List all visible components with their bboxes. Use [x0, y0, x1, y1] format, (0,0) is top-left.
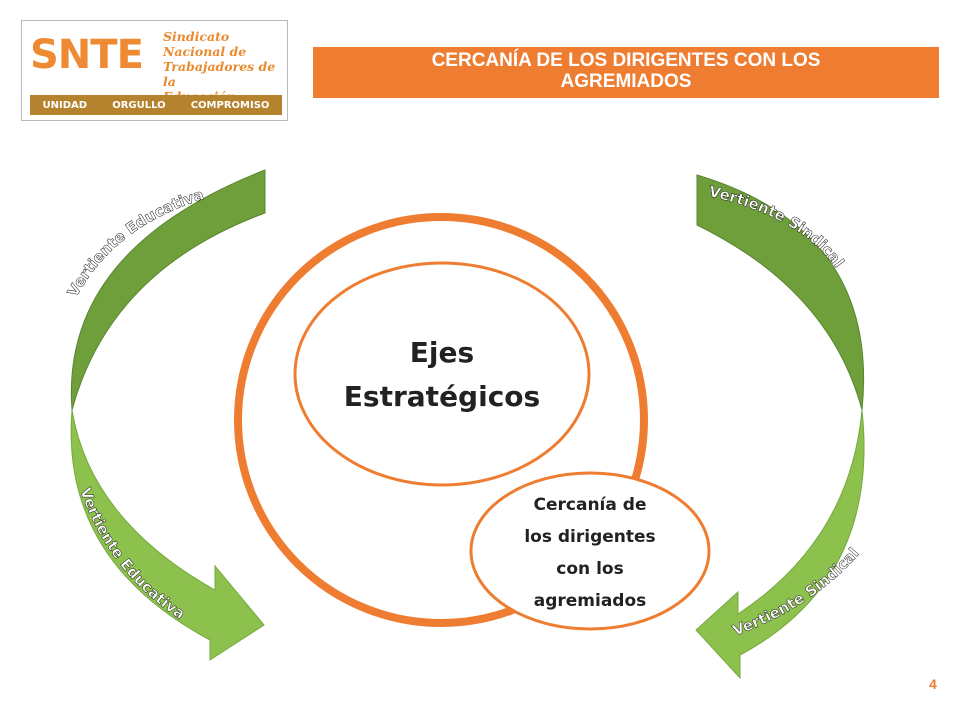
arrow-vertiente-educativa-bottom — [70, 409, 265, 661]
logo-line: Nacional de — [163, 44, 247, 59]
logo-line: Trabajadores de la — [163, 59, 276, 89]
small-label-line: los dirigentes — [524, 527, 655, 547]
center-label-line-1: Ejes — [410, 336, 474, 369]
logo-acronym: SNTE — [30, 32, 144, 78]
small-label-line: con los — [556, 559, 623, 579]
arrow-vertiente-sindical-top — [696, 174, 865, 411]
small-label-line: Cercanía de — [534, 495, 647, 515]
page-number: 4 — [929, 676, 937, 692]
arrow-label-text: Vertiente Sindical — [730, 544, 863, 640]
small-ellipse — [469, 471, 711, 631]
logo-motto-band: UNIDAD ORGULLO COMPROMISO — [30, 95, 282, 115]
logo-name: Sindicato Nacional de Trabajadores de la… — [163, 29, 287, 104]
title-line-1: CERCANÍA DE LOS DIRIGENTES CON LOS — [431, 50, 821, 71]
logo-line: Sindicato — [163, 29, 230, 44]
arrow-label-bottom-right: Vertiente Sindical — [730, 544, 863, 639]
arrow-vertiente-sindical-bottom — [695, 409, 865, 680]
center-ellipse — [293, 261, 591, 487]
small-label-line: agremiados — [534, 591, 647, 611]
motto-word: COMPROMISO — [190, 99, 270, 111]
motto-word: ORGULLO — [112, 99, 166, 111]
title-line-2: AGREMIADOS — [560, 71, 692, 92]
center-label-line-2: Estratégicos — [344, 380, 540, 413]
snte-logo: SNTE Sindicato Nacional de Trabajadores … — [21, 20, 288, 121]
title-bar: CERCANÍA DE LOS DIRIGENTES CON LOS AGREM… — [313, 47, 939, 98]
motto-word: UNIDAD — [42, 99, 88, 111]
